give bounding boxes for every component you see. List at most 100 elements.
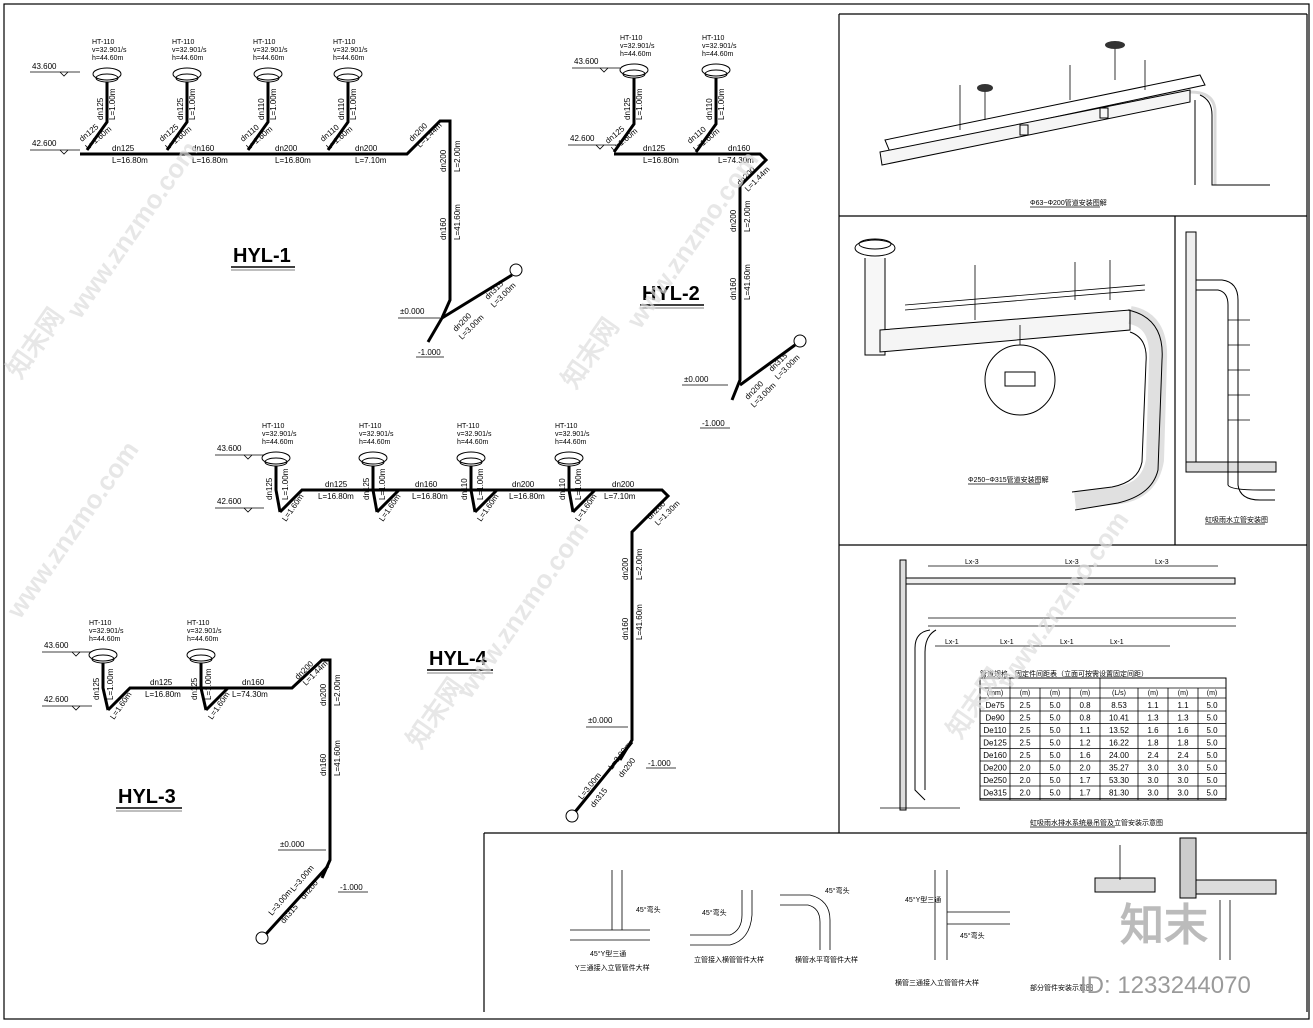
svg-text:dn160: dn160 (621, 617, 630, 640)
svg-text:dn110: dn110 (558, 478, 567, 500)
svg-text:h=44.60m: h=44.60m (457, 439, 488, 446)
svg-text:L=2.00m: L=2.00m (635, 548, 644, 580)
svg-text:dn110: dn110 (460, 478, 469, 500)
svg-text:h=44.60m: h=44.60m (187, 636, 218, 643)
svg-text:L=2.00m: L=2.00m (453, 140, 462, 172)
table-header-cell: (m) (1080, 690, 1091, 697)
svg-text:dn200: dn200 (275, 144, 298, 153)
svg-text:h=44.60m: h=44.60m (620, 51, 651, 58)
table-cell: 1.8 (1177, 739, 1189, 748)
svg-text:L=41.60m: L=41.60m (453, 204, 462, 240)
svg-text:45°弯头: 45°弯头 (702, 908, 727, 917)
table-header-cell: (m) (1178, 690, 1189, 697)
table-cell: 2.5 (1019, 726, 1031, 735)
system-title: HYL-2 (642, 283, 700, 305)
svg-text:L=16.80m: L=16.80m (192, 156, 228, 165)
svg-text:dn110: dn110 (337, 98, 346, 120)
svg-text:dn125: dn125 (176, 97, 185, 120)
svg-text:Lx-3: Lx-3 (1065, 559, 1079, 566)
svg-text:L=41.60m: L=41.60m (333, 740, 342, 776)
table-cell: 1.1 (1147, 701, 1159, 710)
svg-text:L=1.00m: L=1.00m (635, 88, 644, 120)
panel-caption: 虹吸雨水立管安装图 (1205, 515, 1268, 524)
table-cell: 35.27 (1109, 764, 1130, 773)
svg-text:dn160: dn160 (439, 217, 448, 240)
svg-text:v=32.901/s: v=32.901/s (253, 47, 288, 54)
svg-text:v=32.901/s: v=32.901/s (359, 431, 394, 438)
table-cell: 3.0 (1177, 789, 1189, 798)
table-header-cell: (mm) (987, 690, 1003, 697)
svg-text:L=16.80m: L=16.80m (318, 492, 354, 501)
svg-text:dn125: dn125 (190, 677, 199, 700)
svg-text:-1.000: -1.000 (340, 883, 363, 892)
svg-text:42.600: 42.600 (570, 134, 595, 143)
table-cell: 3.0 (1147, 764, 1159, 773)
table-cell: 5.0 (1049, 739, 1061, 748)
svg-text:45°弯头: 45°弯头 (636, 905, 661, 914)
svg-text:dn160: dn160 (319, 753, 328, 776)
svg-text:43.600: 43.600 (217, 444, 242, 453)
svg-text:±0.000: ±0.000 (684, 375, 709, 384)
svg-text:L=2.00m: L=2.00m (743, 200, 752, 232)
svg-text:±0.000: ±0.000 (280, 840, 305, 849)
svg-text:v=32.901/s: v=32.901/s (620, 43, 655, 50)
svg-text:HT-110: HT-110 (702, 35, 725, 42)
svg-text:dn125: dn125 (112, 144, 135, 153)
svg-text:v=32.901/s: v=32.901/s (172, 47, 207, 54)
svg-text:Lx-1: Lx-1 (1060, 639, 1074, 646)
svg-text:43.600: 43.600 (44, 641, 69, 650)
svg-text:dn125: dn125 (362, 477, 371, 500)
svg-text:立管接入横管管件大样: 立管接入横管管件大样 (694, 955, 764, 964)
svg-text:L=1.00m: L=1.00m (281, 468, 290, 500)
svg-text:L=16.80m: L=16.80m (509, 492, 545, 501)
svg-text:dn200: dn200 (612, 480, 635, 489)
system-title: HYL-4 (429, 648, 488, 670)
table-cell: 2.5 (1019, 739, 1031, 748)
svg-text:HT-110: HT-110 (457, 423, 480, 430)
svg-text:Y三通接入立管管件大样: Y三通接入立管管件大样 (575, 963, 650, 972)
svg-text:45°Y型三通: 45°Y型三通 (590, 949, 626, 958)
svg-text:±0.000: ±0.000 (588, 716, 613, 725)
svg-text:L=1.00m: L=1.00m (574, 468, 583, 500)
table-cell: 1.1 (1177, 701, 1189, 710)
panel-install-63-200: Φ63~Φ200管道安装图解 (879, 41, 1270, 208)
table-cell: 10.41 (1109, 714, 1130, 723)
svg-text:www.znzmo.com: www.znzmo.com (0, 435, 145, 624)
table-cell: 3.0 (1147, 789, 1159, 798)
table-header-cell: (m) (1050, 690, 1061, 697)
svg-text:dn125: dn125 (96, 97, 105, 120)
table-cell: 24.00 (1109, 751, 1130, 760)
svg-text:L=1.00m: L=1.00m (106, 668, 115, 700)
svg-text:L=16.80m: L=16.80m (643, 156, 679, 165)
svg-text:dn160: dn160 (729, 277, 738, 300)
svg-text:横管三通接入立管管件大样: 横管三通接入立管管件大样 (895, 978, 979, 987)
svg-text:45°弯头: 45°弯头 (825, 886, 850, 895)
svg-text:L=16.80m: L=16.80m (412, 492, 448, 501)
elevation-label: 43.600 (32, 62, 57, 71)
table-cell: 2.5 (1019, 714, 1031, 723)
panel-caption: Φ63~Φ200管道安装图解 (1030, 198, 1107, 207)
table-cell: 5.0 (1206, 726, 1218, 735)
svg-text:HT-110: HT-110 (620, 35, 643, 42)
svg-text:dn200: dn200 (439, 149, 448, 172)
svg-text:v=32.901/s: v=32.901/s (262, 431, 297, 438)
svg-text:v=32.901/s: v=32.901/s (333, 47, 368, 54)
panel-install-250-315: Φ250~Φ315管道安装图解 (854, 238, 1168, 511)
svg-text:h=44.60m: h=44.60m (702, 51, 733, 58)
svg-text:dn125: dn125 (92, 677, 101, 700)
table-cell: De110 (984, 726, 1008, 735)
